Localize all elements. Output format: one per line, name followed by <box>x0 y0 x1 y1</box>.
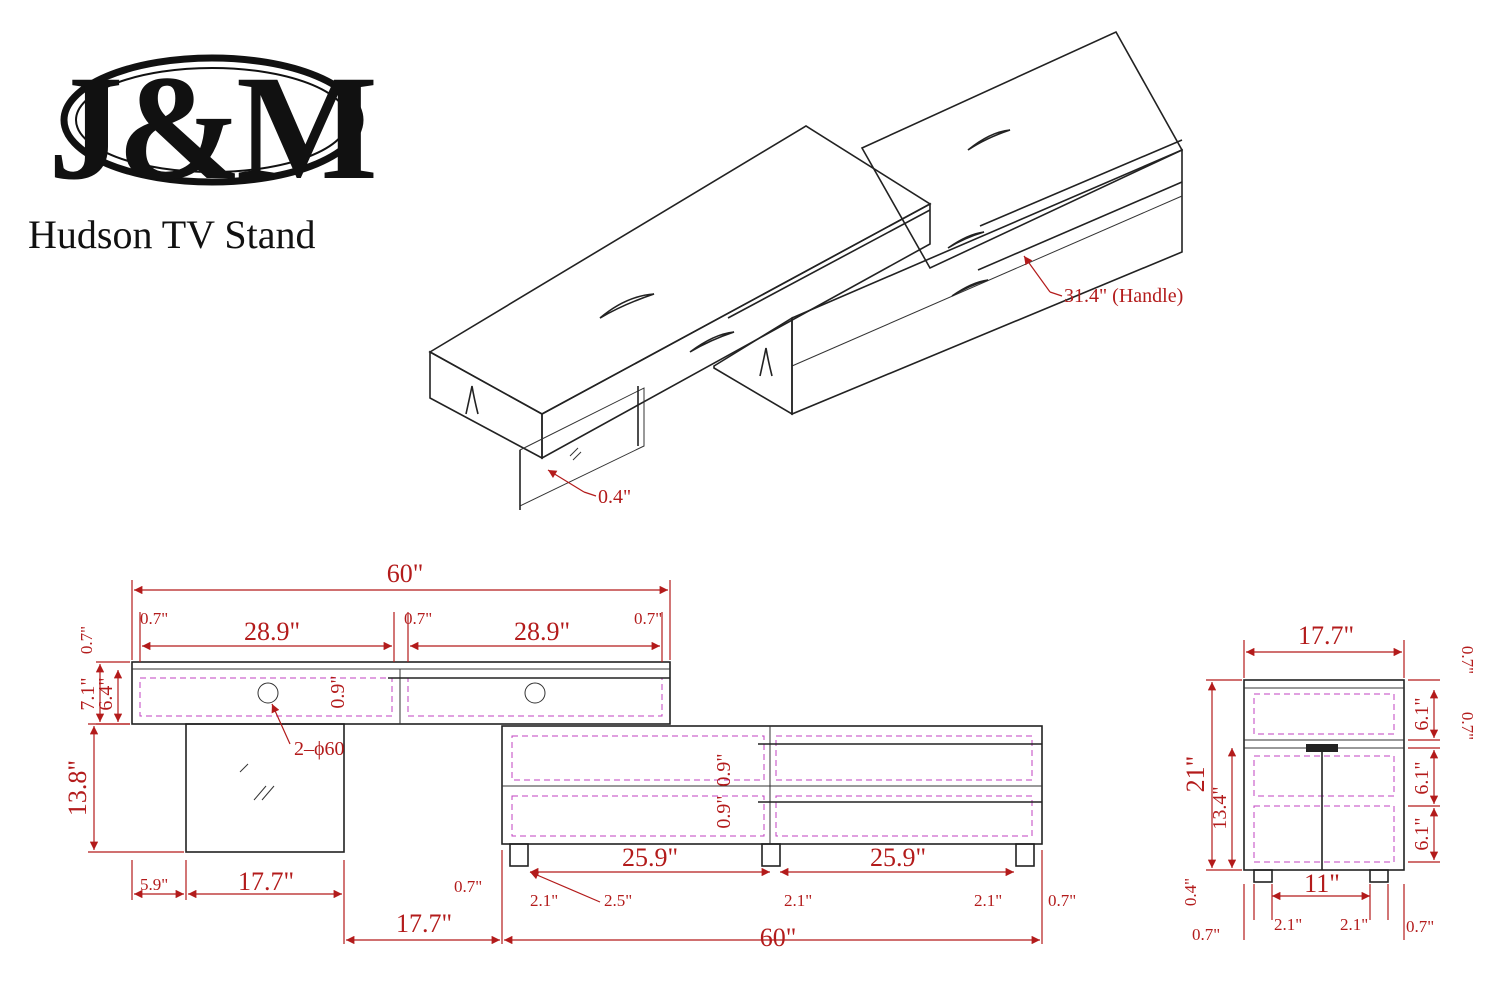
overall-width-bottom: 60" <box>760 923 797 952</box>
top-right-drawer-width: 28.9" <box>514 617 570 646</box>
side-drawer-1: 6.1" <box>1411 697 1433 730</box>
glass-width: 17.7" <box>238 867 294 896</box>
side-foot-height: 0.4" <box>1181 878 1200 906</box>
side-total-height: 21" <box>1181 756 1210 793</box>
leg-thickness-label: 0.4" <box>598 486 631 508</box>
foot-right-offset: 2.1" <box>974 891 1002 910</box>
upper-lip-height: 0.7" <box>77 626 96 654</box>
side-left-foot: 2.1" <box>1274 915 1302 934</box>
top-left-drawer-width: 28.9" <box>244 617 300 646</box>
upper-inner-height: 6.4" <box>95 677 117 710</box>
side-depth: 17.7" <box>1298 621 1354 650</box>
side-view: 17.7" 21" 13.4" 0.7" 6.1" 0.7" 6.1" 6.1"… <box>1181 621 1477 944</box>
lower-right-drawer-width: 25.9" <box>870 843 926 872</box>
lower-right-edge: 0.7" <box>1048 891 1076 910</box>
foot-mid-offset: 2.1" <box>784 891 812 910</box>
side-body-height: 13.4" <box>1209 786 1231 829</box>
side-foot-span: 11" <box>1304 869 1340 898</box>
upper-unit-height: 7.1" <box>77 677 99 710</box>
overall-width-top: 60" <box>387 559 424 588</box>
top-left-margin: 0.7" <box>140 609 168 628</box>
side-right-foot: 2.1" <box>1340 915 1368 934</box>
isometric-view: 31.4" (Handle) 0.4" <box>428 30 1183 510</box>
side-left-edge: 0.7" <box>1192 925 1220 944</box>
lower-left-drawer-width: 25.9" <box>622 843 678 872</box>
lower-left-edge: 0.7" <box>454 877 482 896</box>
side-drawer-2: 6.1" <box>1411 761 1433 794</box>
page-title: Hudson TV Stand <box>28 212 315 257</box>
handle-length-label: 31.4" (Handle) <box>1064 285 1183 307</box>
brand-logo: J&M <box>48 45 380 211</box>
top-mid-margin: 0.7" <box>404 609 432 628</box>
side-mid-lip: 0.7" <box>1458 712 1477 740</box>
front-view: 60" 0.7" 0.7" 0.7" 28.9" 28.9" 0.7" 7.1"… <box>63 559 1076 952</box>
foot-diameter: 2.5" <box>604 891 632 910</box>
grommet-holes: 2–ϕ60 <box>294 738 345 760</box>
lower-gap-1: 0.9" <box>713 753 735 786</box>
glass-height: 13.8" <box>63 760 92 816</box>
foot-left-offset: 2.1" <box>530 891 558 910</box>
left-offset: 5.9" <box>140 875 168 894</box>
side-drawer-3: 6.1" <box>1411 817 1433 850</box>
lower-gap-2: 0.9" <box>713 795 735 828</box>
upper-drawer-gap: 0.9" <box>327 675 349 708</box>
side-right-edge: 0.7" <box>1406 917 1434 936</box>
lower-offset: 17.7" <box>396 909 452 938</box>
side-top-lip: 0.7" <box>1458 646 1477 674</box>
logo-letters: J&M <box>48 45 374 211</box>
top-right-margin: 0.7" <box>634 609 662 628</box>
